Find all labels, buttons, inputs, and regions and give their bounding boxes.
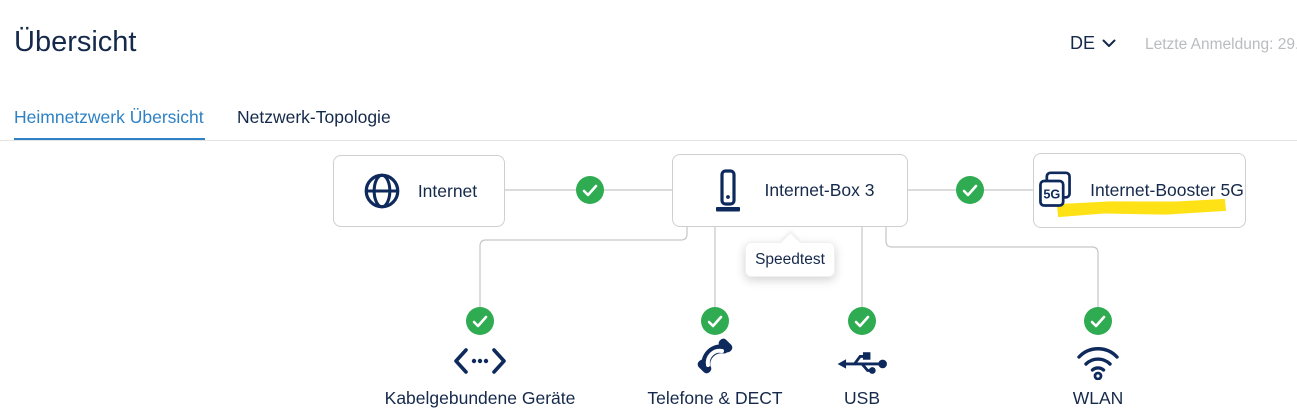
- node-internet[interactable]: Internet: [333, 155, 505, 227]
- check-icon: [1084, 307, 1112, 335]
- service-label-telefone-dect[interactable]: Telefone & DECT: [647, 388, 783, 408]
- active-tab-underline: [14, 138, 205, 140]
- language-value: DE: [1070, 33, 1096, 53]
- wifi-icon[interactable]: [1074, 340, 1122, 385]
- speedtest-tooltip[interactable]: Speedtest: [745, 233, 835, 277]
- check-icon: [576, 176, 604, 204]
- svg-text:5G: 5G: [1043, 186, 1060, 201]
- check-icon: [466, 307, 494, 335]
- booster-5g-icon: 5G: [1035, 169, 1075, 213]
- node-internet-label: Internet: [417, 180, 478, 201]
- node-internet-booster-5g[interactable]: 5G Internet-Booster 5G: [1033, 153, 1246, 228]
- speedtest-label: Speedtest: [755, 250, 825, 268]
- node-internet-box-3[interactable]: Internet-Box 3: [672, 154, 908, 227]
- service-label-usb[interactable]: USB: [844, 388, 880, 408]
- check-icon: [848, 307, 876, 335]
- language-selector[interactable]: DE: [1070, 33, 1116, 54]
- phone-icon[interactable]: [694, 337, 736, 384]
- router-icon: [706, 168, 750, 214]
- tab-netzwerk-topologie[interactable]: Netzwerk-Topologie: [237, 107, 391, 127]
- ethernet-devices-icon[interactable]: [451, 347, 509, 380]
- tabs-divider: [0, 140, 1297, 141]
- node-internet-booster-5g-label: Internet-Booster 5G: [1090, 180, 1244, 200]
- last-login-text: Letzte Anmeldung: 29.04: [1145, 36, 1297, 53]
- usb-icon[interactable]: [833, 348, 891, 383]
- chevron-down-icon: [1102, 39, 1116, 48]
- service-label-wlan[interactable]: WLAN: [1072, 388, 1124, 408]
- globe-icon: [361, 170, 403, 212]
- check-icon: [956, 176, 984, 204]
- yellow-highlight-annotation: [1056, 198, 1227, 218]
- page-title: Übersicht: [14, 26, 137, 58]
- node-internet-box-3-label: Internet-Box 3: [764, 180, 875, 200]
- service-label-kabelgebundene-geraete[interactable]: Kabelgebundene Geräte: [384, 388, 576, 408]
- check-icon: [701, 307, 729, 335]
- tab-heimnetzwerk-uebersicht[interactable]: Heimnetzwerk Übersicht: [14, 107, 204, 127]
- tooltip-arrow: [781, 233, 800, 252]
